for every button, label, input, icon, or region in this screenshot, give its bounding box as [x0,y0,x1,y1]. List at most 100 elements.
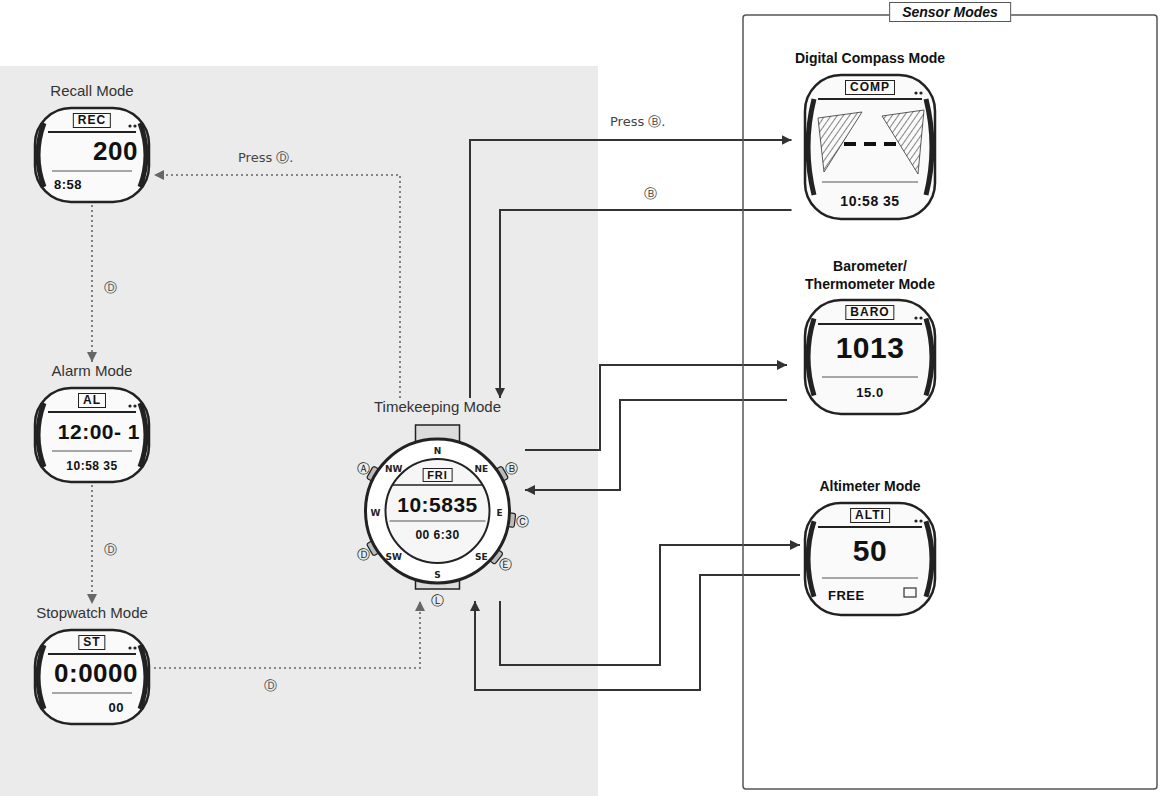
connector-label-slot: Ⓓ [102,540,119,559]
label-slot: SW [385,546,401,564]
watch-face: ALTI50FREE [800,500,940,618]
case-side [926,521,932,597]
compass-point: SW [385,553,401,562]
button-letter: Ⓐ [357,462,370,475]
display-divider [393,484,483,486]
compass-dash [864,142,876,146]
lcd-reading: 00 [109,701,124,715]
case-side [808,521,814,597]
compass-dash [884,142,896,146]
watch-case [805,75,935,219]
label-slot: Ⓑ [505,459,518,477]
label-slot: W [371,502,381,520]
compass-point: NW [385,465,402,474]
watch-face: COMP 10:58 35 [800,72,940,222]
mode-connector [525,400,787,490]
label-slot: SE [475,546,488,564]
case-side [808,99,814,195]
case-side [38,403,44,467]
lcd-slot: 10:5835 [397,493,478,516]
indicator-dot [914,316,917,319]
watch-case [805,300,935,414]
lcd-slot: 10:58 35 [840,192,899,210]
lcd-slot: COMP [845,77,895,95]
connector-label-slot: Press Ⓓ. [236,148,295,167]
dotted-connector [91,205,93,362]
compass-segment [818,112,862,172]
display-divider [48,653,136,655]
mode-connector [525,365,787,450]
display-divider [390,521,486,522]
mode-watch: Barometer/ Thermometer ModeBARO101315.0 [787,258,953,417]
group-tab: Sensor Modes [889,2,1011,22]
lcd-slot: 0:0000 [54,659,138,688]
indicator-dot [914,519,917,522]
lcd-slot: ST [78,632,105,650]
lcd-slot: 15.0 [856,383,883,401]
mode-title: Barometer/ Thermometer Mode [787,258,953,293]
label-slot: NE [474,458,488,476]
mode-indicator: COMP [845,80,895,95]
display-divider [818,323,922,325]
mode-watch: Recall ModeREC 200 8:58 [30,82,154,205]
indicator-dot [914,91,917,94]
indicator-dot [133,646,136,649]
lcd-reading: 200 [93,137,138,166]
case-side [808,319,814,396]
button-instruction: Ⓑ [642,185,659,203]
display-divider [822,578,918,579]
lcd-slot: 1013 [836,331,905,364]
indicator-dot [919,91,922,94]
lcd-reading: 0:0000 [54,659,138,688]
watch-case [805,503,935,615]
display-divider [52,451,132,452]
watch-face: ST 0:0000 00 [30,627,154,727]
case-side [38,645,44,709]
lcd-slot: REC [73,110,111,128]
label-slot: Ⓛ [431,591,444,609]
mode-title: Timekeeping Mode [350,398,525,417]
display-divider [818,98,922,100]
dotted-connector [154,175,400,398]
button-instruction: Press Ⓓ. [236,149,295,167]
mode-title: Stopwatch Mode [30,604,154,623]
connector-label-slot: Ⓓ [102,278,119,297]
button-letter: Ⓔ [499,558,512,571]
watch-case [35,108,149,202]
lcd-slot: AL [78,390,106,408]
indicator-dot [128,124,131,127]
compass-point: E [496,509,502,518]
button-letter: Ⓒ [516,515,529,528]
case-side [926,99,932,195]
lcd-reading: 8:58 [54,178,82,192]
button-instruction: Press Ⓑ. [608,113,667,131]
label-slot: N [434,440,442,458]
mode-title: Recall Mode [30,82,154,101]
mode-watch: Altimeter ModeALTI50FREE [800,478,940,618]
display-divider [48,131,136,133]
lcd-reading: 10:58 35 [840,194,899,209]
mode-indicator: AL [78,393,106,408]
lcd-slot: 00 6:30 [415,525,459,543]
case-side [140,403,146,467]
lcd-slot: 200 [93,137,138,166]
mode-indicator: REC [73,113,111,128]
dotted-connector [154,601,420,668]
mode-connector [500,545,800,665]
lcd-slot: ALTI [850,505,890,523]
case-side [38,123,44,187]
label-slot: Ⓓ [357,545,370,563]
mode-watch: Stopwatch ModeST 0:0000 00 [30,604,154,727]
compass-point: NE [474,465,488,474]
connector-label-slot: Ⓑ [642,184,659,203]
group-title: Sensor Modes [889,2,1011,22]
button-letter: Ⓑ [505,462,518,475]
mode-title: Digital Compass Mode [792,50,949,68]
connector-label-slot: Ⓓ [262,676,279,695]
indicator-dot [919,316,922,319]
label-slot: S [434,564,440,582]
display-face [386,459,490,563]
indicator-dot [133,124,136,127]
